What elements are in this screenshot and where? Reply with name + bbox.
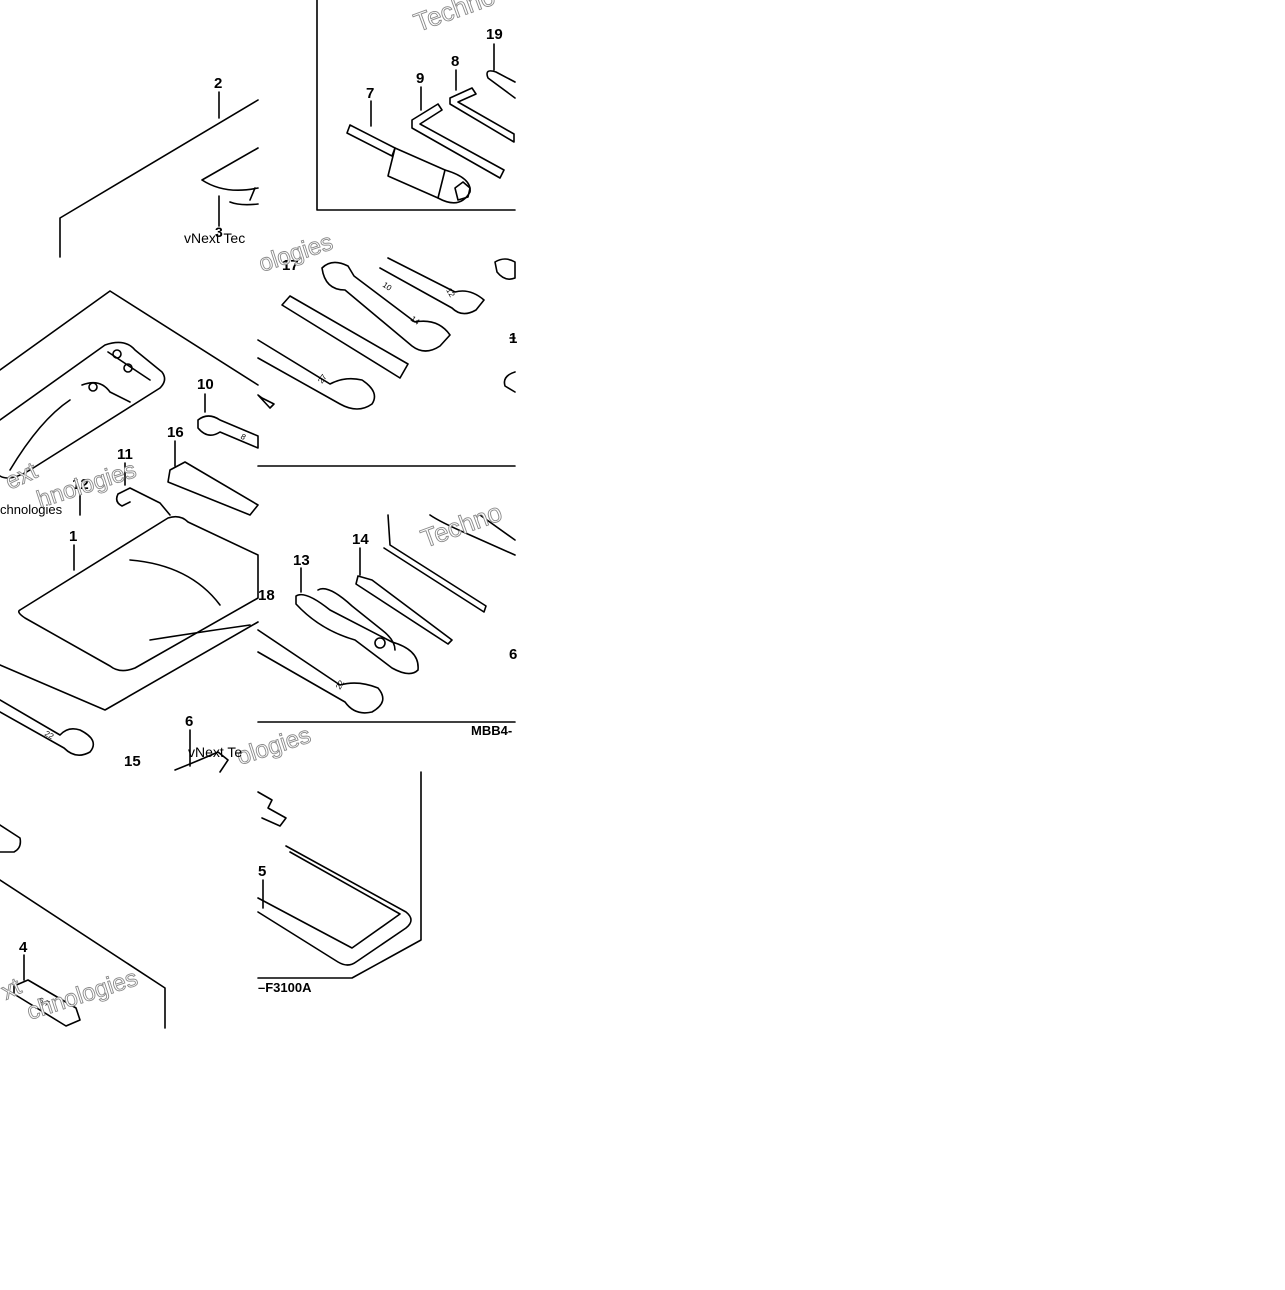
bag-1 <box>18 515 259 672</box>
label-8: 8 <box>451 53 459 70</box>
label-12: 12 <box>72 476 89 493</box>
label-9: 9 <box>416 70 424 87</box>
label-10: 10 <box>197 376 214 393</box>
label-16: 16 <box>167 424 184 441</box>
box-outline-bottom <box>257 771 422 979</box>
wrench-11 <box>115 487 171 516</box>
tile-top-left <box>59 91 259 258</box>
label-1: 1 <box>69 528 77 545</box>
tile-top-right <box>316 0 516 211</box>
watermark-chnologies-bottom: chnologies <box>24 965 141 1026</box>
mark-14: 14 <box>409 314 422 327</box>
watermark-chnologies-left: chnologies <box>0 502 63 517</box>
wrench-27 <box>257 339 376 410</box>
label-14: 14 <box>352 531 369 548</box>
figure-code-top: MBB4- <box>471 723 512 738</box>
pouch-3 <box>201 147 259 206</box>
tool-6 <box>174 751 229 773</box>
bag-outline-mid <box>0 290 259 386</box>
watermark-logies-bottom: ologies <box>234 722 315 771</box>
partial-tool <box>503 371 516 393</box>
label-partial-1: 1 <box>509 330 517 347</box>
tool-roll <box>0 341 166 479</box>
screwdriver-grip-16 <box>167 461 259 516</box>
label-3: 3 <box>215 224 223 240</box>
bag-1-crease <box>129 559 221 606</box>
figure-code-bottom: –F3100A <box>258 980 312 995</box>
mark-8: 8 <box>239 432 248 442</box>
mark-22: 22 <box>334 678 347 691</box>
tool-partial-lower <box>429 514 516 556</box>
part-number-labels: 2 3 7 9 8 19 10 16 11 12 17 1 1 18 13 14… <box>19 26 517 956</box>
label-15: 15 <box>124 753 141 770</box>
wrench-22 <box>0 699 95 756</box>
hex-key-5 <box>257 845 412 966</box>
mark-67: 6 7 <box>37 996 51 1009</box>
watermark-vnext-6: vNext Te <box>188 744 242 760</box>
tile-middle-right <box>257 257 516 467</box>
hex-key-9 <box>411 103 505 179</box>
mark-10: 10 <box>381 280 394 293</box>
socket-partial <box>494 258 516 280</box>
label-11: 11 <box>117 446 133 463</box>
watermark-xt-bottom: xt <box>0 973 26 1006</box>
tile-middle-left <box>0 290 275 516</box>
box-outline-top <box>316 0 516 211</box>
wrench-22-lower <box>257 629 384 714</box>
tool-tip <box>257 394 275 409</box>
wrench-10 <box>197 415 259 449</box>
holder-19 <box>486 70 516 99</box>
bag-outline-2 <box>59 99 259 258</box>
partial-tool-bottom <box>0 824 22 853</box>
tile-bottom-left <box>0 824 166 1029</box>
wrench-4 <box>13 979 81 1027</box>
label-6: 6 <box>185 713 193 730</box>
mark-27: 27 <box>316 372 329 385</box>
watermarks-dark: vNext Tec vNext Te chnologies <box>0 230 245 760</box>
label-17: 17 <box>282 257 299 274</box>
pliers-13 <box>295 587 419 675</box>
spark-plug-wrench-7 <box>346 124 471 204</box>
partial-key <box>257 791 287 827</box>
wrench-12 <box>379 257 485 315</box>
label-18: 18 <box>258 587 275 604</box>
label-4: 4 <box>19 939 28 956</box>
wrench-10-14 <box>321 261 451 352</box>
watermarks: Techno Techno ologies ext hnologies olog… <box>0 0 506 1026</box>
bar-17 <box>281 295 409 379</box>
label-2: 2 <box>214 75 222 92</box>
hex-key-8 <box>449 87 515 143</box>
tile-lower-left <box>0 515 259 773</box>
watermark-vnext-tec: vNext Tec <box>184 230 245 246</box>
label-7: 7 <box>366 85 374 102</box>
label-19: 19 <box>486 26 503 43</box>
bag-outline-lower <box>0 621 259 711</box>
bag-outline-bottom <box>0 879 166 1029</box>
label-partial-6: 6 <box>509 646 517 663</box>
screwdriver-14 <box>355 575 453 645</box>
tile-lower-right <box>257 514 516 723</box>
pouch-3-fold <box>249 187 256 201</box>
screwdriver-16 <box>383 514 487 613</box>
label-13: 13 <box>293 552 310 569</box>
figure-codes: MBB4- –F3100A <box>258 723 512 995</box>
label-5: 5 <box>258 863 266 880</box>
tile-bottom-right <box>257 771 422 979</box>
bag-1-crease-2 <box>149 624 251 641</box>
